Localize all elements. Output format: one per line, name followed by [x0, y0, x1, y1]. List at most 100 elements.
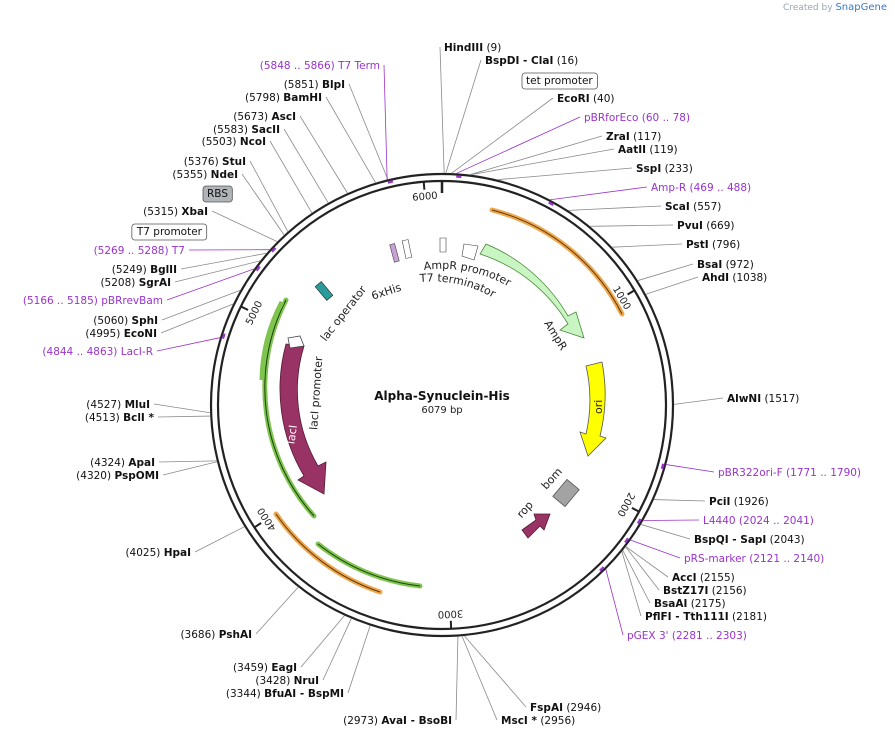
label-bglii[interactable]: (5249) BglII [112, 264, 177, 276]
label-prs[interactable]: pRS-marker (2121 .. 2140) [684, 553, 824, 565]
label-part: XbaI [181, 206, 208, 218]
label-hindiii[interactable]: HindIII (9) [444, 42, 501, 54]
label-ampr_p[interactable]: Amp-R (469 .. 488) [651, 182, 751, 194]
leader-line [269, 140, 313, 214]
label-ecori[interactable]: EcoRI (40) [557, 93, 615, 105]
leader-line [589, 224, 674, 227]
label-alwni[interactable]: AlwNI (1517) [727, 393, 799, 405]
leader-line [666, 464, 715, 473]
feature-ampr-promoter[interactable] [439, 237, 479, 261]
label-laci_r[interactable]: (4844 .. 4863) LacI-R [42, 346, 153, 358]
label-bamhi[interactable]: (5798) BamHI [245, 92, 322, 104]
leader-line [156, 337, 221, 352]
label-fspai[interactable]: FspAI (2946) [530, 702, 601, 714]
label-drui[interactable]: (3428) NruI [255, 675, 319, 687]
label-xbai[interactable]: (5315) XbaI [143, 206, 208, 218]
feature-ampr[interactable] [479, 243, 585, 339]
label-bcli[interactable]: (4513) BclI * [85, 412, 155, 424]
label-part: (5503) [202, 136, 240, 148]
label-msci[interactable]: MscI * (2956) [501, 715, 575, 727]
label-part: (60 .. 78) [638, 112, 690, 124]
label-part: EcoRI [557, 93, 590, 105]
label-rbs[interactable]: RBS [207, 188, 228, 200]
label-part: (3686) [180, 629, 218, 641]
ruler-label: 4000 [256, 505, 279, 532]
label-pvui[interactable]: PvuI (669) [677, 220, 735, 232]
label-sphi[interactable]: (5060) SphI [93, 315, 158, 327]
label-asci[interactable]: (5673) AscI [233, 111, 296, 123]
label-part: LacI-R [121, 346, 153, 358]
label-bspdi[interactable]: BspDI - ClaI (16) [485, 55, 578, 67]
feature-rop[interactable] [521, 513, 551, 539]
feature-laci-promoter[interactable] [287, 335, 305, 349]
label-sgrai[interactable]: (5208) SgrAI [100, 277, 171, 289]
label-part: (796) [709, 239, 741, 251]
label-aatii[interactable]: AatII (119) [618, 144, 678, 156]
label-l4440[interactable]: L4440 (2024 .. 2041) [703, 515, 814, 527]
feature-ori[interactable] [579, 361, 607, 457]
label-econi[interactable]: (4995) EcoNI [85, 328, 157, 340]
label-ndei[interactable]: (5355) NdeI [172, 169, 238, 181]
label-zrai[interactable]: ZraI (117) [606, 131, 661, 143]
label-stui[interactable]: (5376) StuI [184, 156, 246, 168]
feature-laci[interactable] [279, 343, 327, 495]
feature-6xhis[interactable] [389, 243, 400, 263]
label-part: (5315) [143, 206, 181, 218]
label-pflfi[interactable]: PflFI - Tth111I (2181) [645, 611, 767, 623]
label-part: (2121 .. 2140) [746, 553, 824, 565]
label-part: (1926) [730, 496, 768, 508]
label-eagi[interactable]: (3459) EagI [233, 662, 297, 674]
label-pgex[interactable]: pGEX 3' (2281 .. 2303) [627, 630, 747, 642]
feature-bom[interactable] [552, 478, 580, 508]
label-part: BsaI [697, 259, 722, 271]
feature-lac-operator[interactable] [314, 281, 334, 301]
leader-line [625, 546, 660, 591]
primer-mark [270, 247, 277, 253]
label-mlui[interactable]: (4527) MluI [86, 399, 150, 411]
label-part: (40) [590, 93, 615, 105]
label-bstz[interactable]: BstZ17I (2156) [663, 585, 747, 597]
leader-line [153, 403, 211, 414]
leader-line [461, 635, 498, 721]
snapgene-logo: SnapGene [835, 2, 887, 13]
label-sspi[interactable]: SspI (233) [636, 163, 693, 175]
label-part: (669) [703, 220, 735, 232]
label-part: pRS-marker [684, 553, 747, 565]
label-apai[interactable]: (4324) ApaI [90, 457, 155, 469]
label-psti[interactable]: PstI (796) [686, 239, 740, 251]
label-t7prom[interactable]: T7 promoter [136, 226, 203, 238]
label-avai[interactable]: (2973) AvaI - BsoBI [343, 715, 452, 727]
label-pspomi[interactable]: (4320) PspOMI [76, 470, 159, 482]
orf-arc-orange-bottom-core [275, 513, 381, 593]
label-part: (4527) [86, 399, 124, 411]
credit-prefix: Created by [783, 3, 833, 13]
label-sacii[interactable]: (5583) SacII [213, 124, 280, 136]
label-hpai[interactable]: (4025) HpaI [125, 547, 191, 559]
label-ncoi[interactable]: (5503) NcoI [202, 136, 266, 148]
label-part: BsaAI [654, 598, 687, 610]
label-part: MscI * [501, 715, 537, 727]
label-blpi[interactable]: (5851) BlpI [284, 79, 345, 91]
leader-line [300, 615, 345, 668]
label-pbr322[interactable]: pBR322ori-F (1771 .. 1790) [718, 467, 861, 479]
label-part: (2175) [687, 598, 725, 610]
label-pshai[interactable]: (3686) PshAI [180, 629, 252, 641]
label-part: BspDI - ClaI [485, 55, 553, 67]
leader-line [180, 252, 267, 270]
label-ahdi[interactable]: AhdI (1038) [702, 272, 767, 284]
label-pcii[interactable]: PciI (1926) [709, 496, 769, 508]
label-scai[interactable]: ScaI (557) [665, 201, 721, 213]
ruler-label: 6000 [412, 191, 438, 204]
label-bfuai[interactable]: (3344) BfuAI - BspMI [226, 688, 344, 700]
label-t7term[interactable]: (5848 .. 5866) T7 Term [260, 60, 380, 72]
label-bsaai[interactable]: BsaAI (2175) [654, 598, 726, 610]
feature-t7-terminator[interactable] [401, 239, 413, 259]
label-bsai[interactable]: BsaI (972) [697, 259, 754, 271]
label-t7[interactable]: (5269 .. 5288) T7 [94, 245, 185, 257]
leader-line [630, 539, 681, 559]
label-tetprom[interactable]: tet promoter [526, 75, 593, 87]
label-bspqi[interactable]: BspQI - SapI (2043) [694, 534, 805, 546]
label-pbrfor[interactable]: pBRforEco (60 .. 78) [584, 112, 690, 124]
label-pbrrev[interactable]: (5166 .. 5185) pBRrevBam [23, 295, 163, 307]
label-acci[interactable]: AccI (2155) [672, 572, 735, 584]
